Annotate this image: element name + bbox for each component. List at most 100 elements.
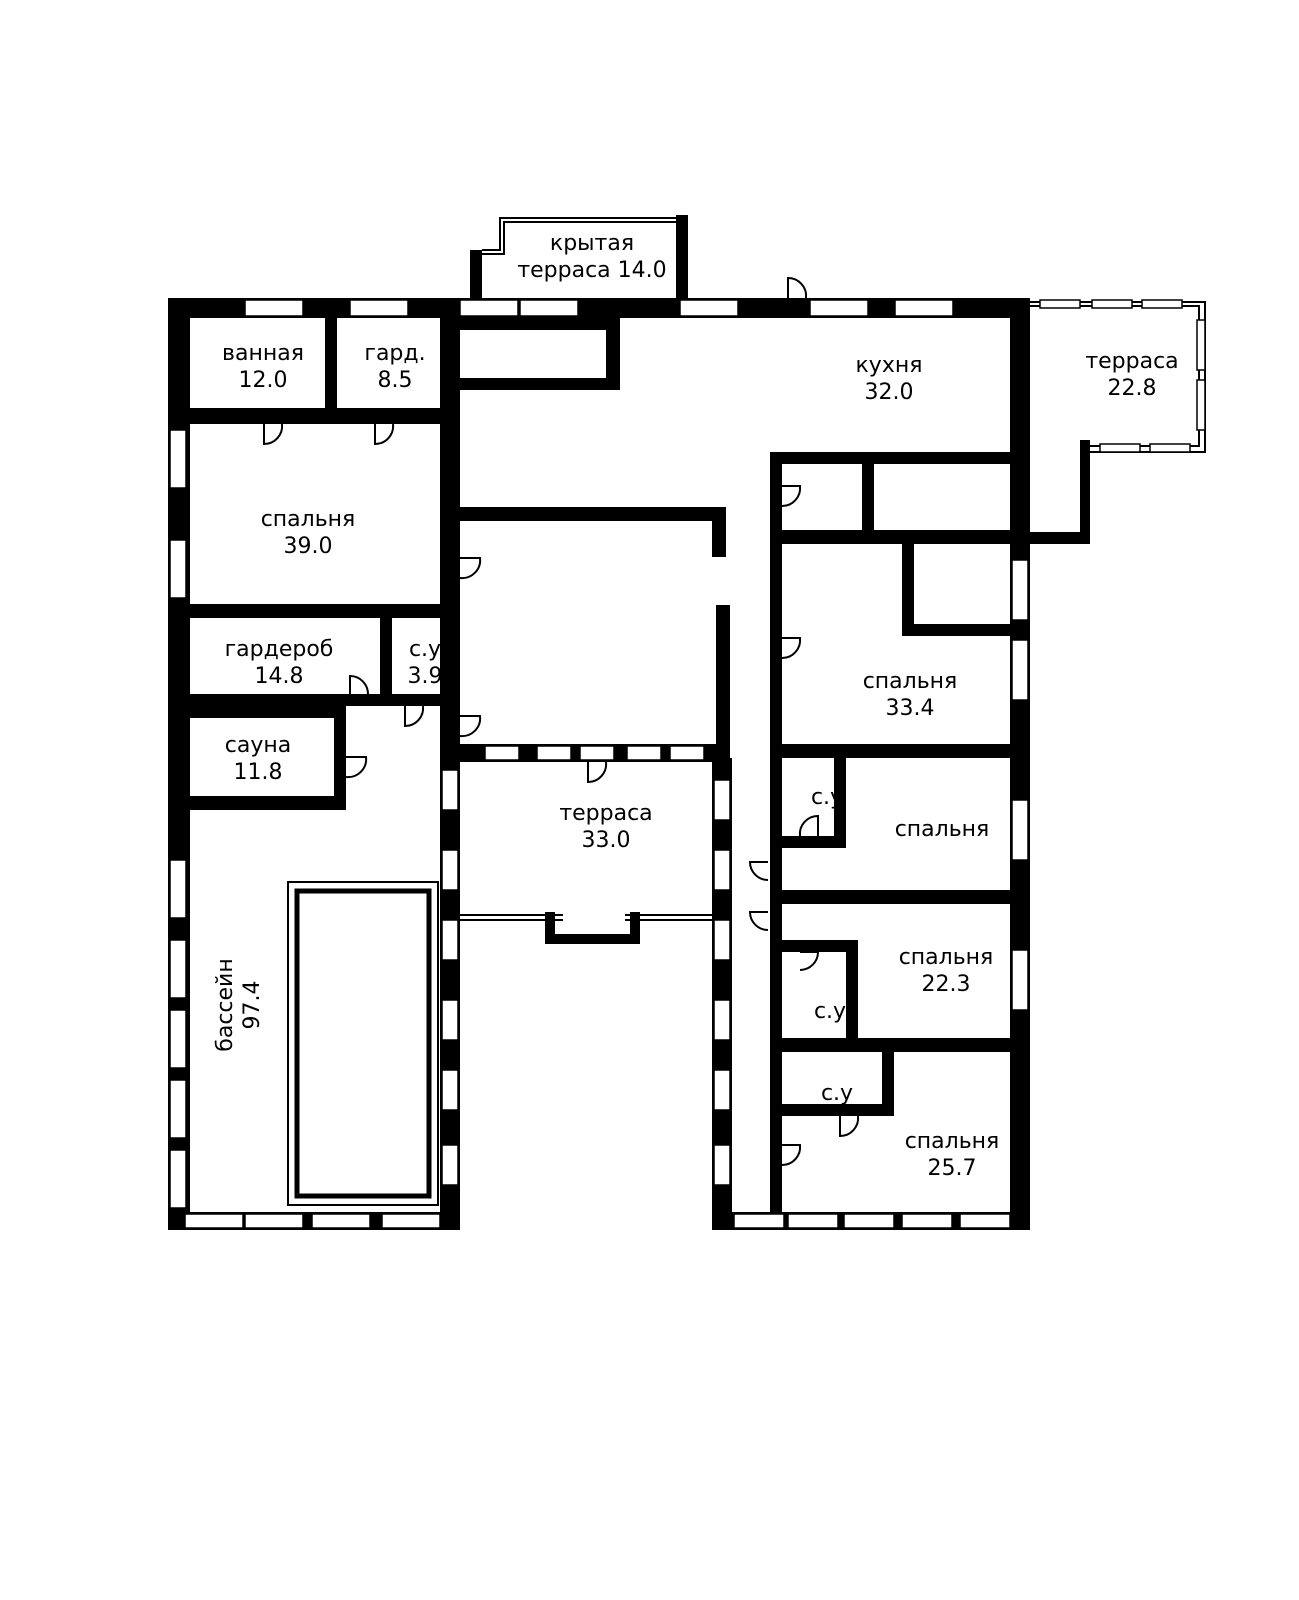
wall-segment: [380, 604, 392, 694]
window: [184, 1213, 244, 1229]
bathroom-area: 12.0: [239, 368, 288, 393]
wall-segment: [902, 624, 1012, 636]
window: [1011, 799, 1029, 861]
window: [169, 539, 187, 599]
wall-segment: [882, 1052, 894, 1116]
wall-segment: [630, 912, 640, 942]
wc-1-area: 3.9: [408, 664, 443, 689]
window: [459, 299, 519, 317]
door-swing: [404, 705, 425, 728]
window: [959, 1213, 1011, 1229]
window: [713, 1144, 731, 1186]
bedroom-2-area: 33.4: [886, 696, 935, 721]
window: [519, 299, 579, 317]
wall-segment: [770, 890, 1030, 904]
door-swing: [459, 557, 482, 580]
window: [901, 1213, 953, 1229]
wc-1-name: с.у: [409, 637, 441, 662]
sauna-name: сауна: [225, 733, 291, 758]
door-swing: [798, 814, 819, 837]
window: [1039, 299, 1081, 309]
wall-segment: [470, 250, 482, 300]
window: [1099, 443, 1141, 453]
wall-segment: [770, 940, 850, 952]
wall-segment: [846, 940, 858, 1046]
bedroom-3-name: спальня: [895, 817, 990, 842]
bedroom-1-name: спальня: [261, 507, 356, 532]
door-swing: [345, 756, 368, 779]
wall-segment: [168, 796, 344, 810]
bedroom-4-name: спальня: [899, 945, 994, 970]
pool-basin: [287, 881, 439, 1206]
window: [349, 299, 409, 317]
window: [579, 745, 615, 761]
window: [713, 1069, 731, 1111]
wall-segment: [716, 605, 730, 765]
wall-segment: [770, 530, 1030, 544]
window: [311, 1213, 371, 1229]
window: [733, 1213, 785, 1229]
bedroom-5-area: 25.7: [928, 1156, 977, 1181]
bedroom-4-area: 22.3: [922, 972, 971, 997]
window: [169, 859, 187, 919]
glass-partition: [460, 914, 563, 921]
east-wall: [1010, 298, 1030, 1230]
pool-name: бассейн: [213, 958, 238, 1051]
wall-segment: [168, 408, 458, 424]
window: [536, 745, 572, 761]
wall-segment: [168, 604, 458, 618]
window: [1141, 299, 1183, 309]
wall-segment: [862, 462, 874, 534]
window: [244, 1213, 304, 1229]
terrace-east-name: терраса: [1085, 349, 1178, 374]
wc-3-name: с.у: [814, 999, 846, 1024]
window: [809, 299, 869, 317]
window: [1011, 639, 1029, 701]
window: [484, 745, 520, 761]
walls: [168, 215, 1090, 1230]
window: [713, 779, 731, 821]
window: [169, 1149, 187, 1209]
covered-terrace-name: крытая: [550, 231, 634, 256]
closet-name: гард.: [364, 341, 425, 366]
wardrobe-area: 14.8: [255, 664, 304, 689]
kitchen-area: 32.0: [865, 380, 914, 405]
wall-segment: [1028, 532, 1088, 544]
wall-segment: [334, 706, 346, 810]
window: [441, 849, 459, 891]
window: [626, 745, 662, 761]
window: [1091, 299, 1133, 309]
wall-segment: [168, 694, 458, 706]
door-swing: [459, 715, 482, 738]
door-swing: [781, 1144, 802, 1167]
wall-segment: [168, 706, 344, 718]
door-swing: [781, 485, 802, 508]
window: [441, 919, 459, 961]
wall-segment: [606, 318, 620, 390]
glass-partition: [625, 914, 716, 921]
window: [441, 769, 459, 811]
door-swing: [748, 911, 769, 931]
bedroom-1-area: 39.0: [284, 534, 333, 559]
bedroom-2-name: спальня: [863, 669, 958, 694]
door-swing: [349, 674, 369, 695]
wall-segment: [1080, 440, 1090, 544]
bedroom-5-name: спальня: [905, 1129, 1000, 1154]
sauna-area: 11.8: [234, 760, 283, 785]
wall-segment: [902, 540, 914, 636]
wc-2-name: с.у: [811, 785, 843, 810]
wall-segment: [770, 452, 1030, 464]
wall-segment: [458, 378, 620, 390]
window: [713, 999, 731, 1041]
kitchen-name: кухня: [856, 353, 923, 378]
wall-segment: [770, 1038, 1030, 1052]
terrace-east-area: 22.8: [1108, 376, 1157, 401]
door-swing: [781, 637, 802, 660]
window: [1011, 559, 1029, 621]
window: [713, 919, 731, 961]
pool-wing-east-wall: [440, 298, 460, 1230]
window: [894, 299, 954, 317]
window: [713, 849, 731, 891]
window: [1149, 443, 1191, 453]
